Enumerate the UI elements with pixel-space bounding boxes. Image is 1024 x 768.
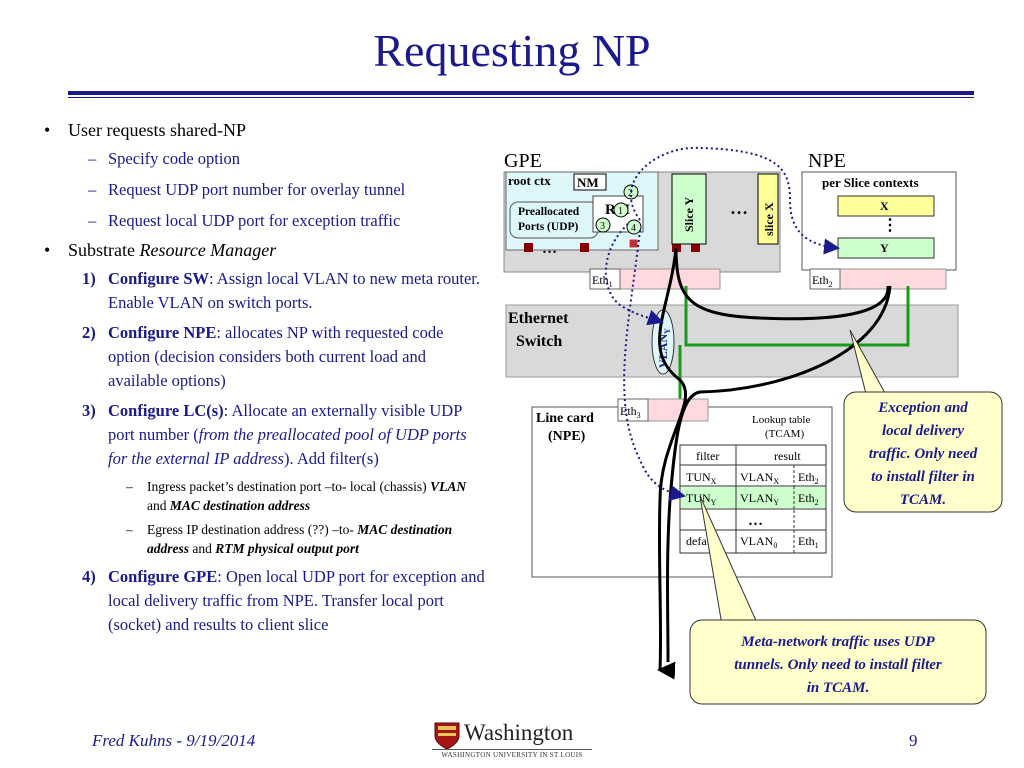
step-badge-3 <box>595 217 611 233</box>
step-badge-1 <box>613 202 629 218</box>
shield-icon <box>434 722 460 750</box>
tcam-ellipsis: … <box>748 513 763 529</box>
bullet-substrate: • Substrate Resource Manager <box>44 240 277 261</box>
svg-text:traffic. Only need: traffic. Only need <box>869 446 978 462</box>
npe-label: NPE <box>808 150 846 172</box>
university-logo: Washington WASHINGTON UNIVERSITY IN ST L… <box>432 720 592 762</box>
port-marker <box>580 243 589 252</box>
callout-meta-network <box>689 619 987 705</box>
svg-text:4: 4 <box>631 223 636 234</box>
svg-text:local delivery: local delivery <box>882 423 964 439</box>
ctx-x-box <box>837 195 935 217</box>
port-marker <box>691 243 700 252</box>
switch-label: Switch <box>516 333 562 350</box>
ctx-y-label: Y <box>880 241 889 255</box>
port-marker <box>672 243 681 252</box>
svg-text:tunnels. Only need to install: tunnels. Only need to install filter <box>734 657 942 673</box>
control-arrow <box>623 229 686 501</box>
line-card-sub: (NPE) <box>548 429 586 444</box>
title-rule-thin <box>68 97 974 98</box>
slice-x-label: slice X <box>762 202 776 236</box>
eth2-label: Eth2 <box>812 273 833 289</box>
step-3: 3) Configure LC(s): Allocate an external… <box>82 400 467 468</box>
callout-exception <box>843 391 1003 513</box>
page-number: 9 <box>909 731 918 750</box>
port-marker <box>524 243 533 252</box>
tcam-row4-eth: Eth1 <box>798 534 819 550</box>
tcam-table: filter result TUNX VLANX Eth2 TUNY VLANY… <box>679 444 827 554</box>
sub-bullet: –Request UDP port number for overlay tun… <box>88 180 406 200</box>
tcam-row4-vlan: VLAN0 <box>740 534 777 550</box>
slices-ellipsis: … <box>730 198 748 218</box>
svg-text:in TCAM.: in TCAM. <box>807 680 870 696</box>
svg-text:Exception and: Exception and <box>877 400 968 416</box>
data-path <box>657 247 687 680</box>
line-card-label: Line card <box>536 411 594 426</box>
data-path <box>666 285 892 663</box>
preallocated-label: Preallocated <box>518 206 580 218</box>
bullet-user-requests: • User requests shared-NP <box>44 120 246 140</box>
svg-text:Meta-network traffic uses UDP: Meta-network traffic uses UDP <box>740 634 935 650</box>
tcam-row2-vlan: VLANY <box>740 491 779 507</box>
svg-text:to install filter in: to install filter in <box>871 469 975 485</box>
tcam-header-filter: filter <box>696 449 719 463</box>
port-marker <box>628 238 639 249</box>
control-arrow <box>629 146 840 255</box>
tcam-row1-vlan: VLANX <box>740 470 779 486</box>
per-slice-label: per Slice contexts <box>822 175 919 190</box>
step-3-sub: –Egress IP destination address (??) –to-… <box>126 521 453 557</box>
tcam-header-result: result <box>774 449 801 463</box>
slice-y-box <box>671 173 707 245</box>
bullet-marker: • <box>44 240 51 261</box>
root-ctx-label: root ctx <box>508 173 551 188</box>
eth3-label: Eth3 <box>620 404 641 420</box>
svg-text:2: 2 <box>628 188 633 199</box>
title-rule <box>68 91 974 95</box>
nm-box <box>573 173 607 191</box>
gpe-label: GPE <box>504 150 542 172</box>
step-4: 4) Configure GPE: Open local UDP port fo… <box>82 566 485 634</box>
svg-text:1: 1 <box>618 206 623 217</box>
lookup-table-sub: (TCAM) <box>765 428 804 440</box>
bullet-list: • User requests shared-NP –Specify code … <box>40 120 485 643</box>
tcam-row2-eth: Eth2 <box>798 491 819 507</box>
ctx-x-label: X <box>880 199 889 213</box>
step-2: 2) Configure NPE: allocates NP with requ… <box>82 323 444 390</box>
footer-author-date: Fred Kuhns - 9/19/2014 <box>92 731 256 750</box>
slide-title: Requesting NP <box>373 25 651 76</box>
architecture-diagram: GPE root ctx NM Preallocated Ports (UDP)… <box>503 146 1003 705</box>
ethernet-label: Ethernet <box>508 310 569 327</box>
sub-bullet: –Specify code option <box>88 149 240 168</box>
lookup-table-label: Lookup table <box>752 414 810 426</box>
bullet-marker: • <box>44 120 51 140</box>
step-3-sub: –Ingress packet’s destination port –to- … <box>126 478 467 514</box>
nm-label: NM <box>577 175 599 190</box>
sub-bullet: –Request local UDP port for exception tr… <box>88 211 401 231</box>
preallocated-label-2: Ports (UDP) <box>518 221 579 233</box>
vlan-path <box>684 286 910 347</box>
svg-text:TCAM.: TCAM. <box>900 492 946 508</box>
logo-word: Washington <box>464 720 574 745</box>
slice-x-box <box>757 173 779 245</box>
step-badge-4 <box>626 219 642 235</box>
eth1-label: Eth1 <box>592 273 613 289</box>
svg-text:3: 3 <box>600 221 605 232</box>
data-path <box>674 247 890 321</box>
tcam-row2-filter: TUNY <box>686 491 717 507</box>
ctx-ellipsis: ⋮ <box>882 217 898 234</box>
tcam-row1-filter: TUNX <box>686 470 717 486</box>
tcam-row1-eth: Eth2 <box>798 470 819 486</box>
slice-y-label: Slice Y <box>682 196 696 232</box>
step-1: 1) Configure SW: Assign local VLAN to ne… <box>82 269 480 313</box>
ports-ellipsis: … <box>542 241 557 257</box>
logo-subtitle: WASHINGTON UNIVERSITY IN ST LOUIS <box>432 749 592 759</box>
